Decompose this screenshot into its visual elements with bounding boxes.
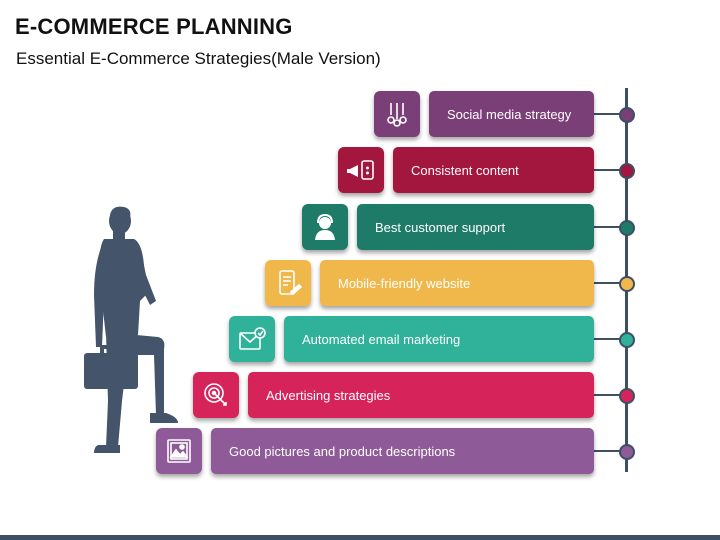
step-label: Automated email marketing bbox=[302, 331, 461, 347]
page-subtitle: Essential E-Commerce Strategies(Male Ver… bbox=[16, 49, 381, 68]
target-icon bbox=[204, 383, 227, 406]
connector-7 bbox=[593, 450, 625, 452]
mobile-website-icon bbox=[279, 270, 303, 296]
timeline-dot-5 bbox=[619, 332, 635, 348]
step-label: Good pictures and product descriptions bbox=[229, 443, 456, 459]
icon-box-email bbox=[229, 316, 275, 362]
step-customer-support: Best customer support bbox=[357, 204, 594, 250]
step-pictures-descriptions: Good pictures and product descriptions bbox=[211, 428, 594, 474]
step-label: Mobile-friendly website bbox=[338, 275, 471, 291]
content-icon bbox=[347, 160, 374, 180]
icon-box-support bbox=[302, 204, 348, 250]
connector-4 bbox=[593, 282, 625, 284]
step-label: Social media strategy bbox=[447, 106, 572, 122]
icon-box-content bbox=[338, 147, 384, 193]
connector-1 bbox=[593, 113, 625, 115]
step-mobile-website: Mobile-friendly website bbox=[320, 260, 594, 306]
picture-icon bbox=[167, 439, 191, 463]
icon-box-social bbox=[374, 91, 420, 137]
customer-support-icon bbox=[315, 213, 335, 240]
step-email-marketing: Automated email marketing bbox=[284, 316, 594, 362]
step-advertising: Advertising strategies bbox=[248, 372, 594, 418]
icon-box-advertising bbox=[193, 372, 239, 418]
step-label: Best customer support bbox=[375, 219, 506, 235]
timeline-dot-6 bbox=[619, 388, 635, 404]
email-icon bbox=[239, 327, 266, 350]
icon-box-mobile bbox=[265, 260, 311, 306]
timeline-dot-2 bbox=[619, 163, 635, 179]
businessman-figure bbox=[84, 206, 178, 453]
connector-2 bbox=[593, 169, 625, 171]
page-title: E-COMMERCE PLANNING bbox=[15, 14, 293, 39]
timeline-dot-3 bbox=[619, 220, 635, 236]
timeline-dot-7 bbox=[619, 444, 635, 460]
timeline-dot-4 bbox=[619, 276, 635, 292]
social-network-icon bbox=[387, 103, 407, 127]
connector-5 bbox=[593, 338, 625, 340]
icon-box-pictures bbox=[156, 428, 202, 474]
step-consistent-content: Consistent content bbox=[393, 147, 594, 193]
connector-6 bbox=[593, 394, 625, 396]
footer-bar bbox=[0, 535, 720, 540]
step-social-media: Social media strategy bbox=[429, 91, 594, 137]
timeline-dot-1 bbox=[619, 107, 635, 123]
connector-3 bbox=[593, 226, 625, 228]
step-label: Consistent content bbox=[411, 162, 519, 178]
step-label: Advertising strategies bbox=[266, 387, 391, 403]
